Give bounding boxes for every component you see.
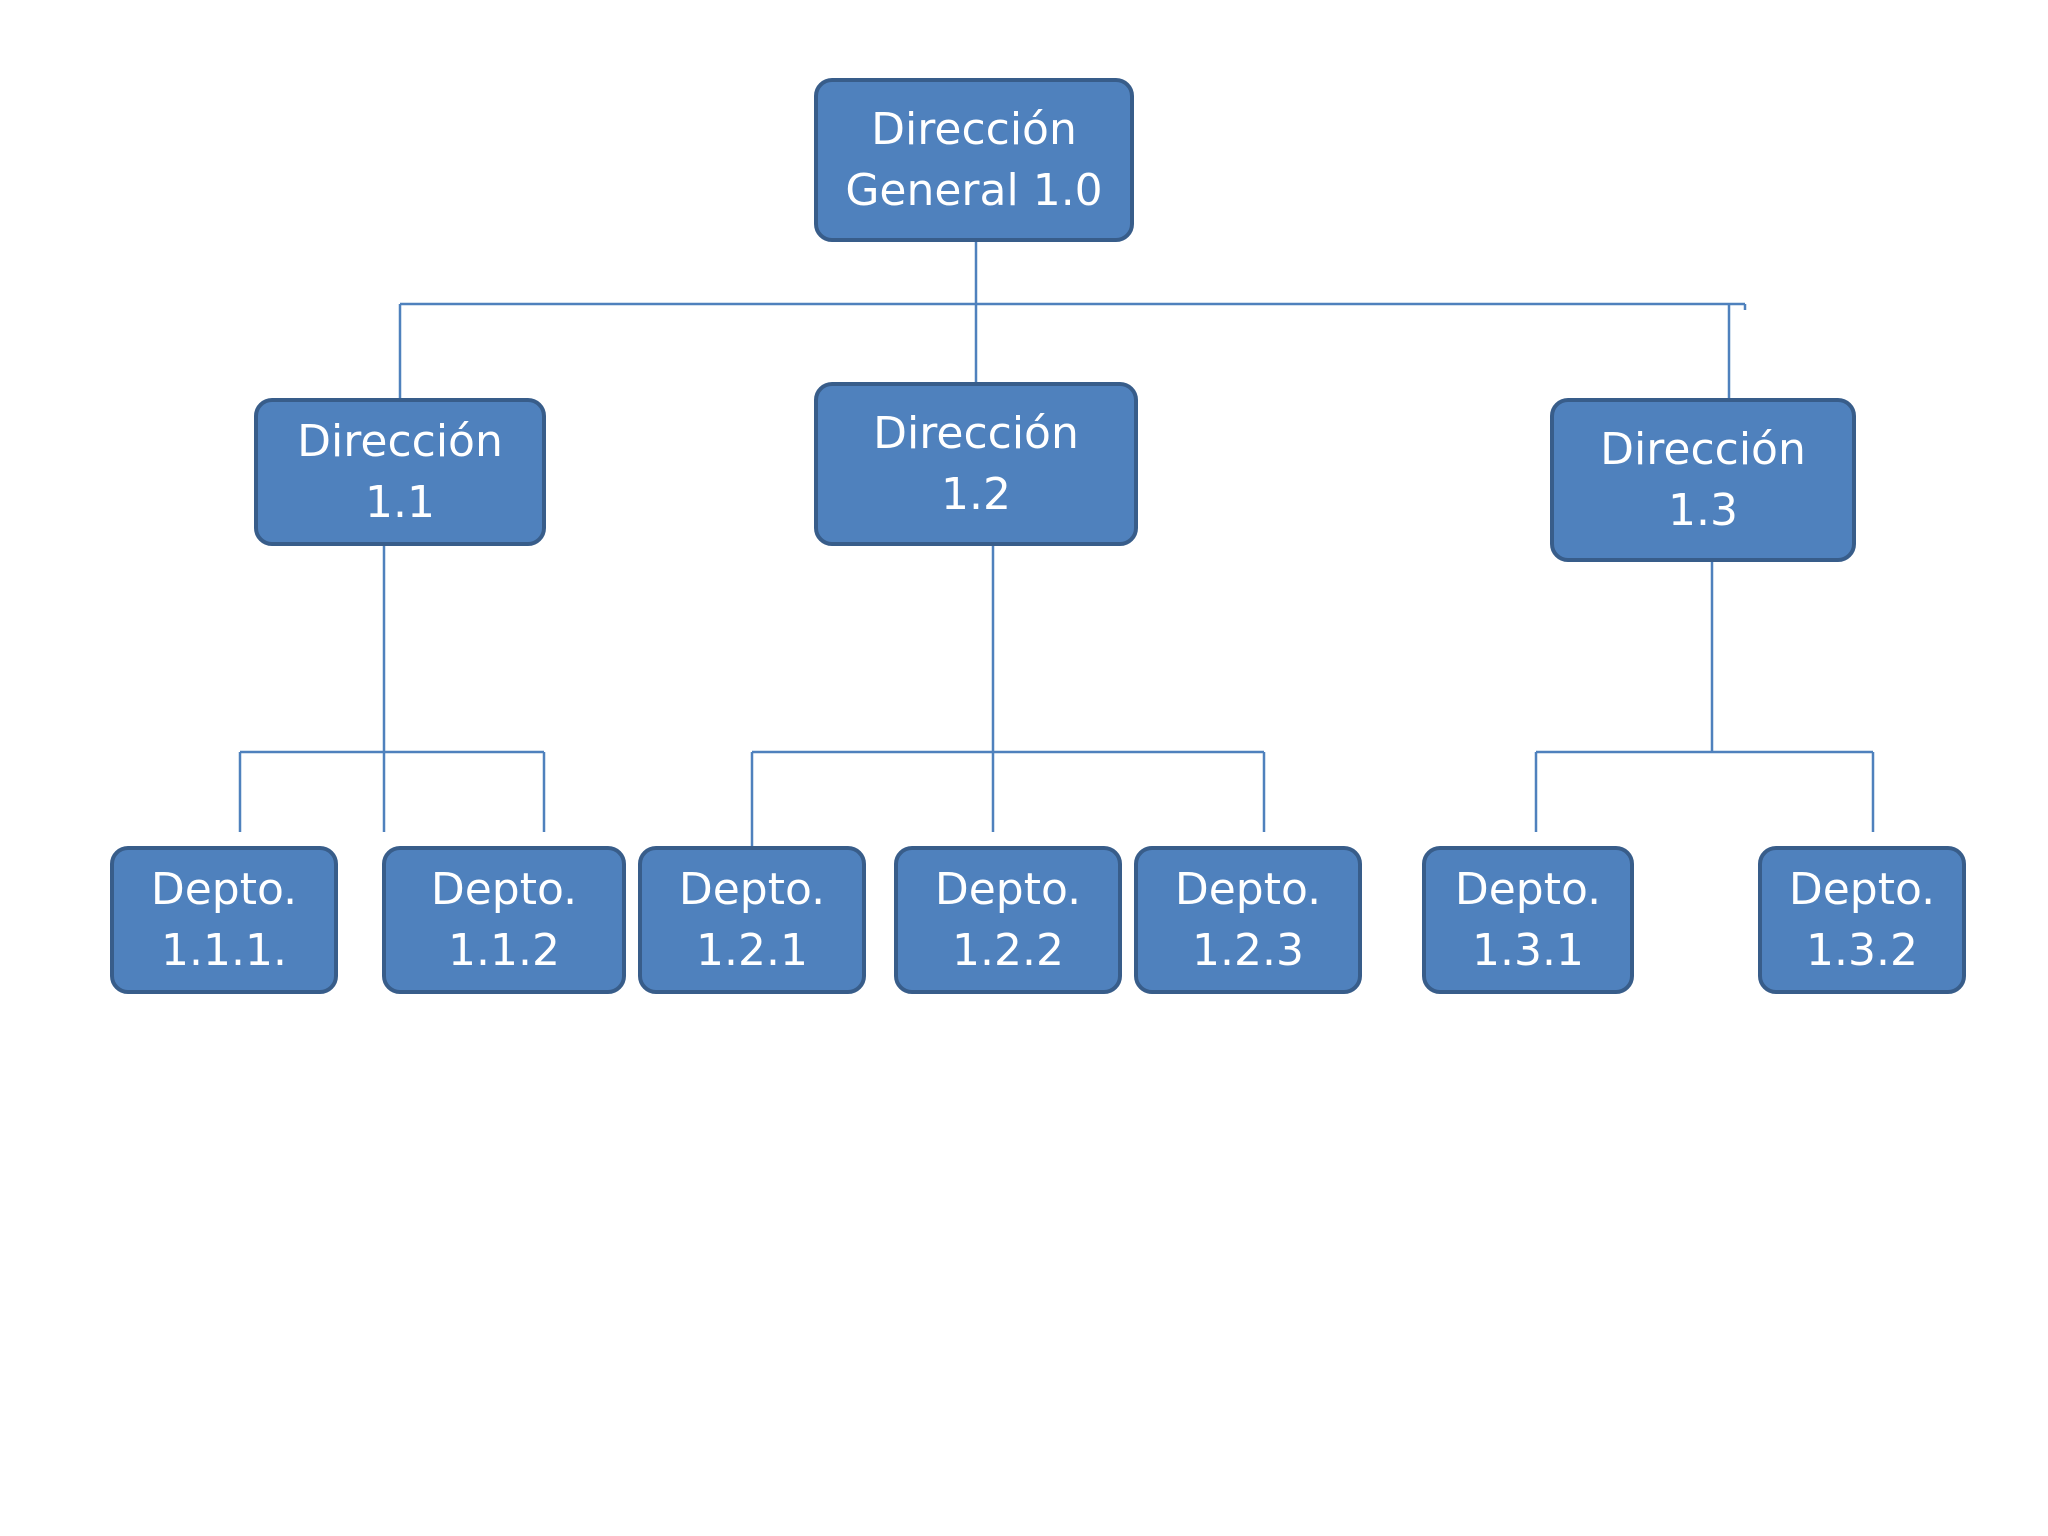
node-label: Depto. 1.1.2 — [431, 859, 577, 981]
node-label-line2: 1.3.2 — [1806, 925, 1918, 976]
node-label-line2: 1.2 — [941, 469, 1011, 520]
node-direccion-1-3: Dirección 1.3 — [1550, 398, 1856, 562]
node-label-line2: 1.2.1 — [696, 925, 808, 976]
node-label: Depto. 1.2.3 — [1175, 859, 1321, 981]
node-depto-1-2-3: Depto. 1.2.3 — [1134, 846, 1362, 994]
node-label-line2: 1.3.1 — [1472, 925, 1584, 976]
node-depto-1-1-1: Depto. 1.1.1. — [110, 846, 338, 994]
node-label: Dirección General 1.0 — [845, 99, 1102, 221]
node-label: Dirección 1.3 — [1600, 419, 1806, 541]
node-label-line2: 1.1.2 — [448, 925, 560, 976]
node-label-line1: Depto. — [1454, 864, 1602, 915]
node-label-line2: 1.2.3 — [1192, 925, 1304, 976]
node-label: Dirección 1.1 — [297, 411, 503, 533]
node-label: Depto. 1.2.1 — [679, 859, 825, 981]
node-direccion-1-1: Dirección 1.1 — [254, 398, 546, 546]
node-label: Depto. 1.3.2 — [1789, 859, 1935, 981]
node-label-line1: Dirección — [873, 408, 1079, 459]
node-depto-1-2-1: Depto. 1.2.1 — [638, 846, 866, 994]
node-label-line2: 1.1.1. — [161, 925, 287, 976]
node-label-line2: 1.3 — [1668, 485, 1738, 536]
node-depto-1-2-2: Depto. 1.2.2 — [894, 846, 1122, 994]
node-direccion-1-2: Dirección 1.2 — [814, 382, 1138, 546]
node-label-line1: Depto. — [678, 864, 826, 915]
node-label: Dirección 1.2 — [873, 403, 1079, 525]
node-label-line1: Dirección — [1600, 424, 1806, 475]
node-label-line1: Depto. — [430, 864, 578, 915]
node-label-line1: Depto. — [150, 864, 298, 915]
node-label-line1: Depto. — [1788, 864, 1936, 915]
node-label: Depto. 1.1.1. — [151, 859, 297, 981]
node-depto-1-3-2: Depto. 1.3.2 — [1758, 846, 1966, 994]
node-label-line1: Depto. — [934, 864, 1082, 915]
node-label-line1: Dirección — [871, 104, 1077, 155]
node-label-line2: 1.2.2 — [952, 925, 1064, 976]
node-label: Depto. 1.3.1 — [1455, 859, 1601, 981]
node-label-line1: Depto. — [1174, 864, 1322, 915]
node-label-line2: General 1.0 — [845, 165, 1103, 216]
node-depto-1-3-1: Depto. 1.3.1 — [1422, 846, 1634, 994]
node-label-line2: 1.1 — [365, 477, 435, 528]
node-direccion-general: Dirección General 1.0 — [814, 78, 1134, 242]
node-label-line1: Dirección — [297, 416, 503, 467]
node-depto-1-1-2: Depto. 1.1.2 — [382, 846, 626, 994]
node-label: Depto. 1.2.2 — [935, 859, 1081, 981]
